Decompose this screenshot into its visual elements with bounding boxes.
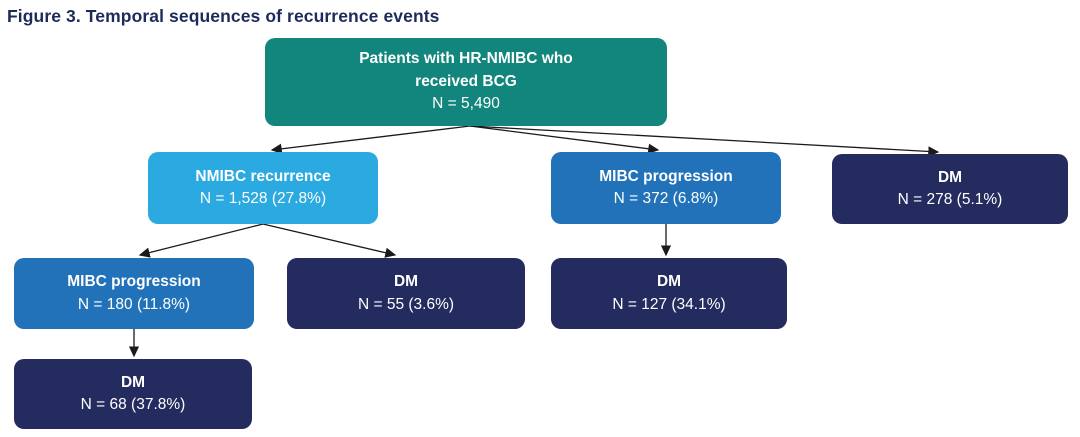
node-label: DM: [393, 273, 419, 291]
node-value: N = 127 (34.1%): [612, 295, 726, 313]
node-label: DM: [937, 168, 963, 186]
node-value: N = 5,490: [432, 95, 500, 113]
node-mibc-progression-mid: MIBC progression N = 180 (11.8%): [14, 258, 254, 329]
node-value: N = 68 (37.8%): [80, 396, 186, 413]
node-value: N = 278 (5.1%): [897, 191, 1003, 208]
node-label: MIBC progression: [599, 167, 733, 185]
node-label: Patients with HR-NMIBC who received BCG: [359, 50, 573, 90]
node-dm-top: DM N = 278 (5.1%): [832, 154, 1068, 224]
edge-nmibc-to-dm: [262, 223, 397, 258]
node-value: N = 372 (6.8%): [613, 190, 719, 207]
node-dm-under-mibc-mid: DM N = 68 (37.8%): [14, 359, 252, 429]
node-dm-mid: DM N = 55 (3.6%): [287, 258, 525, 329]
node-patients-root: Patients with HR-NMIBC who received BCG …: [265, 38, 667, 126]
node-value: N = 180 (11.8%): [77, 295, 191, 313]
node-label: NMIBC recurrence: [195, 167, 331, 185]
edge-root-to-dm: [469, 125, 940, 157]
node-value: N = 1,528 (27.8%): [199, 190, 327, 207]
node-nmibc-recurrence: NMIBC recurrence N = 1,528 (27.8%): [148, 152, 378, 224]
node-label: DM: [120, 373, 146, 391]
node-value: N = 55 (3.6%): [357, 295, 455, 313]
node-dm-under-mibc-top: DM N = 127 (34.1%): [551, 258, 787, 329]
node-label: DM: [656, 273, 682, 291]
figure-title: Figure 3. Temporal sequences of recurren…: [7, 6, 440, 26]
edge-nmibc-to-mibc-progression: [138, 223, 264, 258]
node-mibc-progression-top: MIBC progression N = 372 (6.8%): [551, 152, 781, 224]
node-label: MIBC progression: [67, 273, 201, 291]
edge-root-to-nmibc-recurrence: [270, 125, 471, 154]
edge-root-to-mibc-progression: [469, 125, 660, 154]
